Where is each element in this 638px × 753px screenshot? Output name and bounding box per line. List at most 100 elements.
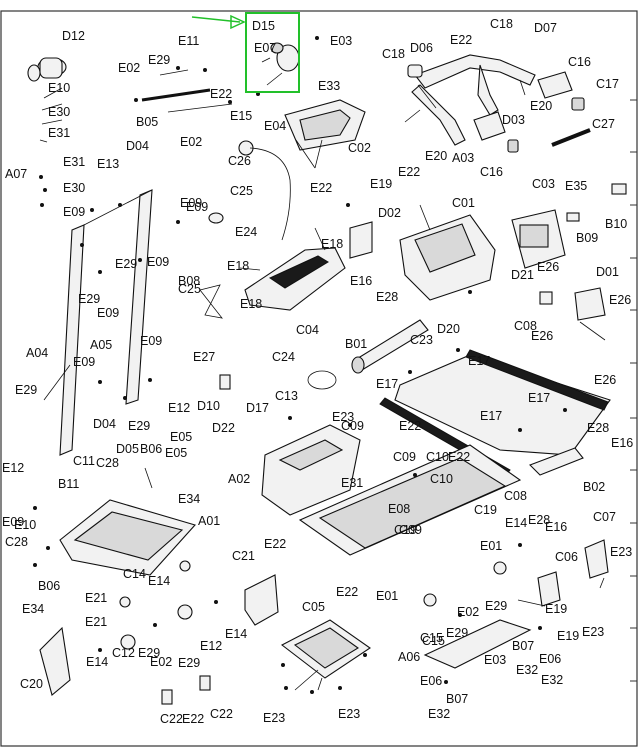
highlight-box [245,12,300,93]
part-label-e02: E02 [118,61,140,75]
part-label-c15: C15 [422,634,445,648]
part-c05-tray [280,619,371,679]
part-label-c19: C19 [394,523,417,537]
part-label-b02: B02 [583,480,605,494]
part-label-e28: E28 [587,421,609,435]
part-label-c26: C26 [228,154,251,168]
part-label-e16: E16 [545,520,567,534]
part-d10 [219,374,231,390]
part-a02-frame [261,424,361,516]
part-label-e29: E29 [15,383,37,397]
part-label-e13: E13 [97,157,119,171]
part-label-e32: E32 [541,673,563,687]
part-label-d21: D21 [511,268,534,282]
part-label-b09: B09 [576,231,598,245]
part-label-e22: E22 [182,712,204,726]
part-label-b06: B06 [38,579,60,593]
part-label-e29: E29 [485,599,507,613]
part-label-e02: E02 [180,135,202,149]
part-label-e11: E11 [178,34,199,48]
part-label-e29: E29 [115,257,137,271]
part-a01-base [59,499,196,576]
part-label-e17: E17 [468,354,490,368]
part-label-d05: D05 [116,442,139,456]
part-label-e09: E09 [180,196,202,210]
part-label-d10: D10 [197,399,220,413]
part-label-e21: E21 [85,615,107,629]
part-b01-roller [351,319,429,374]
part-label-d06: D06 [410,41,433,55]
part-label-e21: E21 [85,591,107,605]
part-label-e10: E10 [48,81,70,95]
part-label-c09: C09 [341,419,364,433]
part-label-e29: E29 [128,419,150,433]
part-label-e12: E12 [2,461,24,475]
part-label-c22: C22 [160,712,183,726]
part-label-e14: E14 [225,627,247,641]
part-label-c01: C01 [452,196,475,210]
part-label-e20: E20 [530,99,552,113]
part-label-a02: A02 [228,472,250,486]
part-c17 [507,97,585,153]
part-label-e18: E18 [227,259,249,273]
part-label-c17: C17 [596,77,619,91]
part-label-e02: E02 [150,655,172,669]
part-d15-pulley [261,42,300,86]
part-label-e29: E29 [178,656,200,670]
part-label-e09: E09 [63,205,85,219]
part-label-e22: E22 [210,87,232,101]
part-label-c18: C18 [490,17,513,31]
part-label-b01: B01 [345,337,367,351]
part-label-c10: C10 [426,450,449,464]
part-label-e17: E17 [528,391,550,405]
part-label-e29: E29 [138,646,160,660]
part-label-c09: C09 [399,523,422,537]
part-label-c15: C15 [420,631,443,645]
part-label-e31: E31 [341,476,363,490]
part-a04-uprights [59,189,153,456]
part-label-e16: E16 [350,274,372,288]
part-label-c20: C20 [20,677,43,691]
part-label-e09: E09 [97,306,119,320]
part-label-c27: C27 [592,117,615,131]
part-label-b06: B06 [140,442,162,456]
part-label-e19: E19 [557,629,579,643]
part-label-c25: C25 [230,184,253,198]
part-label-e02: E02 [457,605,479,619]
part-label-e29: E29 [78,292,100,306]
part-d02-bracket [349,221,373,259]
part-label-e08: E08 [388,502,410,516]
part-label-c18: C18 [382,47,405,61]
part-label-e06: E06 [420,674,442,688]
part-label-b07: B07 [512,639,534,653]
part-label-a07: A07 [5,167,27,181]
part-label-e34: E34 [22,602,44,616]
part-label-e23: E23 [263,711,285,725]
part-label-c12: C12 [112,646,135,660]
part-wheels [119,560,507,650]
part-b09-board [511,209,566,269]
part-label-c08: C08 [504,489,527,503]
part-label-a04: A04 [26,346,48,360]
part-label-e12: E12 [200,639,222,653]
part-label-e27: E27 [193,350,215,364]
part-label-e05: E05 [170,430,192,444]
part-label-b05: B05 [136,115,158,129]
part-label-e22: E22 [398,165,420,179]
part-d01-controller [574,287,606,341]
part-label-a01: A01 [198,514,220,528]
highlight-arrowhead [230,14,246,30]
part-label-e17: E17 [480,409,502,423]
part-label-c16: C16 [480,165,503,179]
part-label-e18: E18 [321,237,343,251]
part-label-d02: D02 [378,206,401,220]
part-label-c07: C07 [593,510,616,524]
part-label-c06: C06 [555,550,578,564]
part-label-d01: D01 [596,265,619,279]
part-c20 [39,626,71,696]
part-label-e24: E24 [235,225,257,239]
part-label-e34: E34 [178,492,200,506]
part-label-c19: C19 [474,503,497,517]
